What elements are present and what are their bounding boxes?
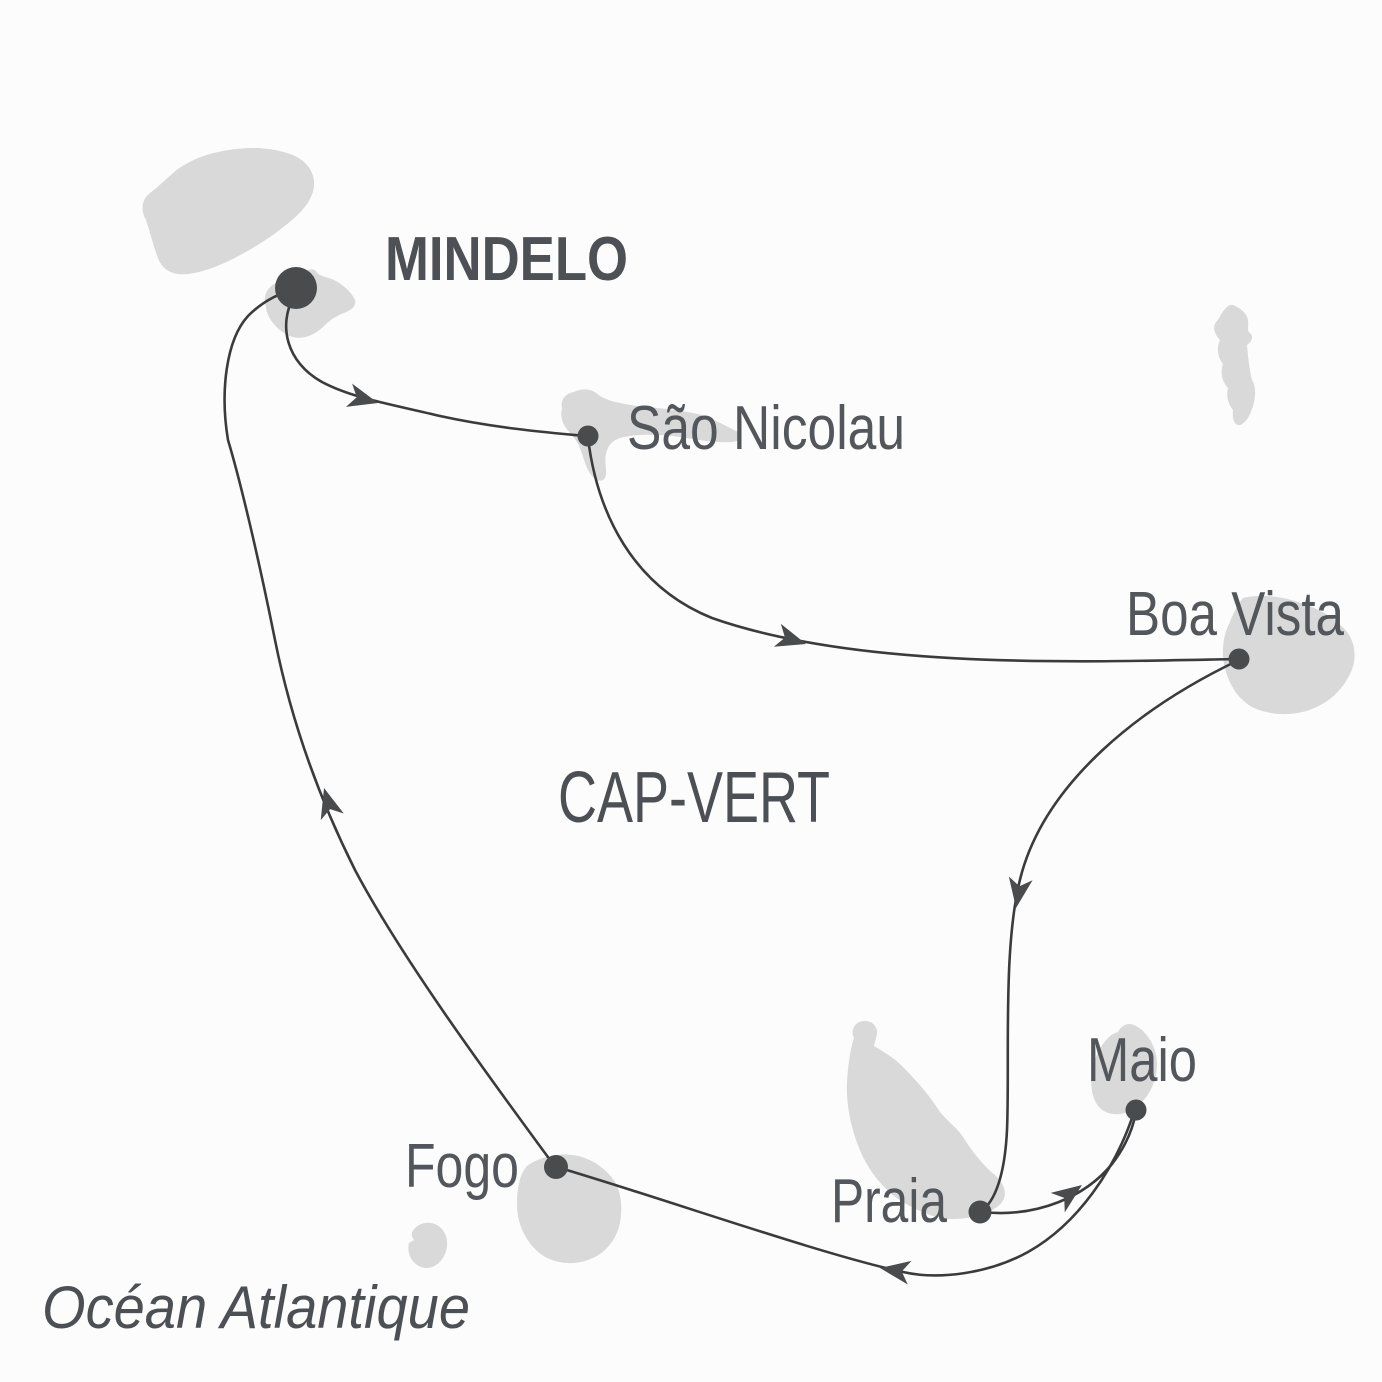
island-fogo: [517, 1154, 622, 1264]
labels-layer: MINDELO São Nicolau Boa Vista Praia Maio…: [42, 225, 1344, 1341]
route-arrow-mindelo-sao-nicolau: [345, 383, 378, 407]
region-label: CAP-VERT: [558, 758, 830, 838]
route-arrow-sao-nicolau-boa-vista: [773, 623, 806, 647]
route-praia-to-maio: [980, 1110, 1138, 1215]
route-maio-to-fogo: [558, 1110, 1136, 1277]
island-boa-vista: [1222, 595, 1355, 715]
island-santiago: [846, 1020, 1005, 1220]
port-marker-sao-nicolau: [577, 425, 599, 447]
route-arrow-fogo-mindelo: [320, 788, 344, 821]
route-boa-vista-to-praia: [978, 658, 1241, 1214]
route-arrow-praia-maio: [1050, 1185, 1082, 1213]
route-arrow-boa-vista-praia: [1008, 876, 1033, 908]
island-maio: [1091, 1024, 1157, 1115]
route-fogo-to-mindelo: [223, 288, 558, 1170]
route-mindelo-to-sao-nicolau: [284, 294, 588, 438]
islands-layer: [142, 148, 1355, 1268]
routes-layer: [223, 288, 1241, 1285]
port-marker-praia: [968, 1200, 992, 1224]
port-label-praia: Praia: [831, 1167, 947, 1236]
port-markers-layer: [275, 267, 1250, 1224]
port-marker-maio: [1125, 1099, 1147, 1121]
island-sao-nicolau: [561, 389, 741, 481]
island-northwest-large: [142, 148, 315, 275]
port-marker-boa-vista: [1228, 648, 1250, 670]
port-label-maio: Maio: [1087, 1026, 1197, 1095]
port-label-fogo: Fogo: [405, 1132, 519, 1201]
port-marker-mindelo: [275, 267, 317, 309]
ocean-label: Océan Atlantique: [42, 1274, 470, 1341]
port-label-sao-nicolau: São Nicolau: [627, 394, 905, 463]
island-brava: [408, 1222, 448, 1268]
port-label-boa-vista: Boa Vista: [1126, 580, 1344, 649]
route-arrow-maio-fogo: [880, 1260, 912, 1285]
route-sao-nicolau-to-boa-vista: [586, 436, 1240, 663]
island-northeast-narrow: [1214, 304, 1256, 426]
port-label-mindelo: MINDELO: [385, 225, 628, 294]
port-marker-fogo: [544, 1155, 568, 1179]
